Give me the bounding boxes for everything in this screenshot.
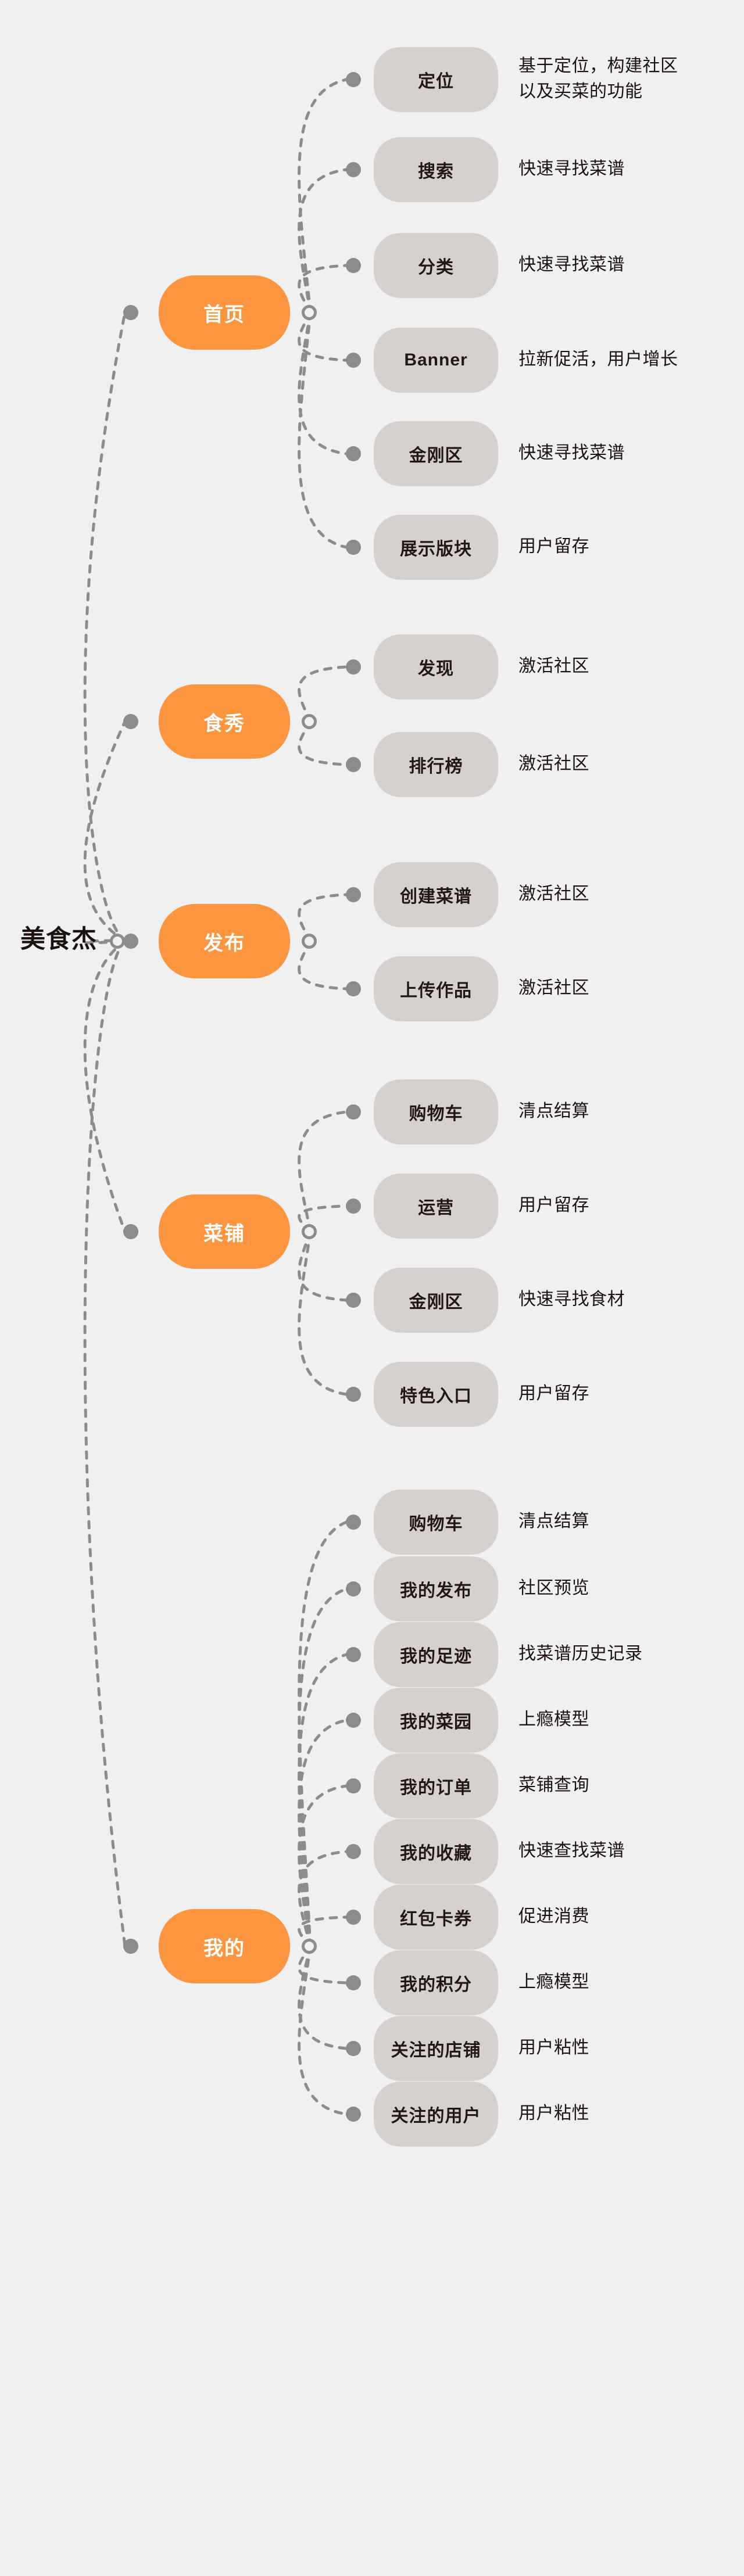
leaf-description-4-1: 清点结算	[518, 1102, 589, 1121]
leaf-node-1-1[interactable]: 定位	[374, 47, 498, 112]
leaf-description-4-4: 用户留存	[518, 1384, 589, 1403]
branch-node-4[interactable]: 菜铺	[159, 1194, 290, 1269]
branch-hub-ring-2[interactable]	[302, 714, 317, 729]
leaf-connector-dot[interactable]	[346, 1387, 361, 1402]
branch-node-5[interactable]: 我的	[159, 1909, 290, 1983]
leaf-description-4-3: 快速寻找食材	[518, 1290, 625, 1309]
leaf-description-1-5: 快速寻找菜谱	[518, 443, 625, 462]
leaf-node-1-3[interactable]: 分类	[374, 233, 498, 298]
leaf-node-3-2[interactable]: 上传作品	[374, 956, 498, 1021]
leaf-node-1-5[interactable]: 金刚区	[374, 421, 498, 486]
branch-connector-dot[interactable]	[123, 1224, 138, 1239]
leaf-node-4-1[interactable]: 购物车	[374, 1079, 498, 1145]
leaf-connector-dot[interactable]	[346, 1844, 361, 1859]
leaf-node-4-3[interactable]: 金刚区	[374, 1268, 498, 1333]
leaf-node-5-7[interactable]: 红包卡券	[374, 1885, 498, 1950]
leaf-description-5-5: 菜铺查询	[518, 1775, 589, 1795]
leaf-description-1-6: 用户留存	[518, 537, 589, 556]
leaf-description-1-2: 快速寻找菜谱	[518, 159, 625, 178]
leaf-node-2-1[interactable]: 发现	[374, 634, 498, 699]
branch-connector-dot[interactable]	[123, 934, 138, 949]
leaf-node-4-4[interactable]: 特色入口	[374, 1362, 498, 1427]
leaf-connector-dot[interactable]	[346, 659, 361, 675]
leaf-node-5-8[interactable]: 我的积分	[374, 1950, 498, 2015]
leaf-description-5-6: 快速查找菜谱	[518, 1841, 625, 1860]
leaf-node-5-3[interactable]: 我的足迹	[374, 1622, 498, 1687]
leaf-description-5-7: 促进消费	[518, 1907, 589, 1926]
leaf-node-5-2[interactable]: 我的发布	[374, 1556, 498, 1621]
branch-connector-dot[interactable]	[123, 1939, 138, 1954]
leaf-connector-dot[interactable]	[346, 446, 361, 461]
leaf-connector-dot[interactable]	[346, 1581, 361, 1596]
leaf-node-1-2[interactable]: 搜索	[374, 137, 498, 202]
leaf-connector-dot[interactable]	[346, 981, 361, 996]
leaf-node-1-4[interactable]: Banner	[374, 328, 498, 393]
root-node-label: 美食杰	[20, 925, 97, 953]
leaf-node-5-1[interactable]: 购物车	[374, 1490, 498, 1555]
branch-hub-ring-3[interactable]	[302, 934, 317, 949]
leaf-description-3-1: 激活社区	[518, 884, 589, 903]
leaf-description-5-1: 清点结算	[518, 1512, 589, 1531]
leaf-connector-dot[interactable]	[346, 1293, 361, 1308]
leaf-node-3-1[interactable]: 创建菜谱	[374, 862, 498, 927]
leaf-node-5-6[interactable]: 我的收藏	[374, 1819, 498, 1884]
leaf-connector-dot[interactable]	[346, 540, 361, 555]
leaf-connector-dot[interactable]	[346, 1975, 361, 1990]
leaf-node-2-2[interactable]: 排行榜	[374, 732, 498, 797]
branch-hub-ring-5[interactable]	[302, 1939, 317, 1954]
leaf-description-5-9: 用户粘性	[518, 2038, 589, 2057]
branch-node-2[interactable]: 食秀	[159, 684, 290, 759]
leaf-description-5-10: 用户粘性	[518, 2104, 589, 2123]
leaf-description-2-1: 激活社区	[518, 656, 589, 676]
leaf-description-1-4: 拉新促活，用户增长	[518, 350, 678, 369]
leaf-connector-dot[interactable]	[346, 2041, 361, 2056]
branch-node-1[interactable]: 首页	[159, 275, 290, 350]
leaf-connector-dot[interactable]	[346, 1778, 361, 1793]
leaf-connector-dot[interactable]	[346, 2107, 361, 2122]
leaf-connector-dot[interactable]	[346, 72, 361, 87]
leaf-description-1-3: 快速寻找菜谱	[518, 255, 625, 274]
leaf-connector-dot[interactable]	[346, 258, 361, 273]
leaf-node-5-9[interactable]: 关注的店铺	[374, 2016, 498, 2081]
leaf-description-1-1: 基于定位，构建社区 以及买菜的功能	[518, 56, 678, 101]
leaf-node-1-6[interactable]: 展示版块	[374, 515, 498, 580]
leaf-description-5-8: 上瘾模型	[518, 1972, 589, 1992]
leaf-connector-dot[interactable]	[346, 1647, 361, 1662]
leaf-connector-dot[interactable]	[346, 1104, 361, 1120]
branch-connector-dot[interactable]	[123, 714, 138, 729]
leaf-connector-dot[interactable]	[346, 757, 361, 772]
leaf-connector-dot[interactable]	[346, 162, 361, 177]
leaf-connector-dot[interactable]	[346, 1713, 361, 1728]
leaf-connector-dot[interactable]	[346, 1910, 361, 1925]
leaf-node-4-2[interactable]: 运营	[374, 1174, 498, 1239]
leaf-description-5-4: 上瘾模型	[518, 1710, 589, 1729]
leaf-description-3-2: 激活社区	[518, 978, 589, 998]
leaf-node-5-5[interactable]: 我的订单	[374, 1753, 498, 1818]
leaf-connector-dot[interactable]	[346, 887, 361, 902]
leaf-connector-dot[interactable]	[346, 1515, 361, 1530]
branch-connector-dot[interactable]	[123, 305, 138, 320]
branch-node-3[interactable]: 发布	[159, 904, 290, 978]
leaf-connector-dot[interactable]	[346, 353, 361, 368]
leaf-node-5-10[interactable]: 关注的用户	[374, 2082, 498, 2147]
leaf-connector-dot[interactable]	[346, 1199, 361, 1214]
leaf-description-4-2: 用户留存	[518, 1196, 589, 1215]
leaf-node-5-4[interactable]: 我的菜园	[374, 1688, 498, 1753]
leaf-description-5-3: 找菜谱历史记录	[518, 1644, 643, 1663]
branch-hub-ring-4[interactable]	[302, 1224, 317, 1239]
branch-hub-ring-1[interactable]	[302, 305, 317, 320]
leaf-description-2-2: 激活社区	[518, 754, 589, 773]
leaf-description-5-2: 社区预览	[518, 1578, 589, 1598]
